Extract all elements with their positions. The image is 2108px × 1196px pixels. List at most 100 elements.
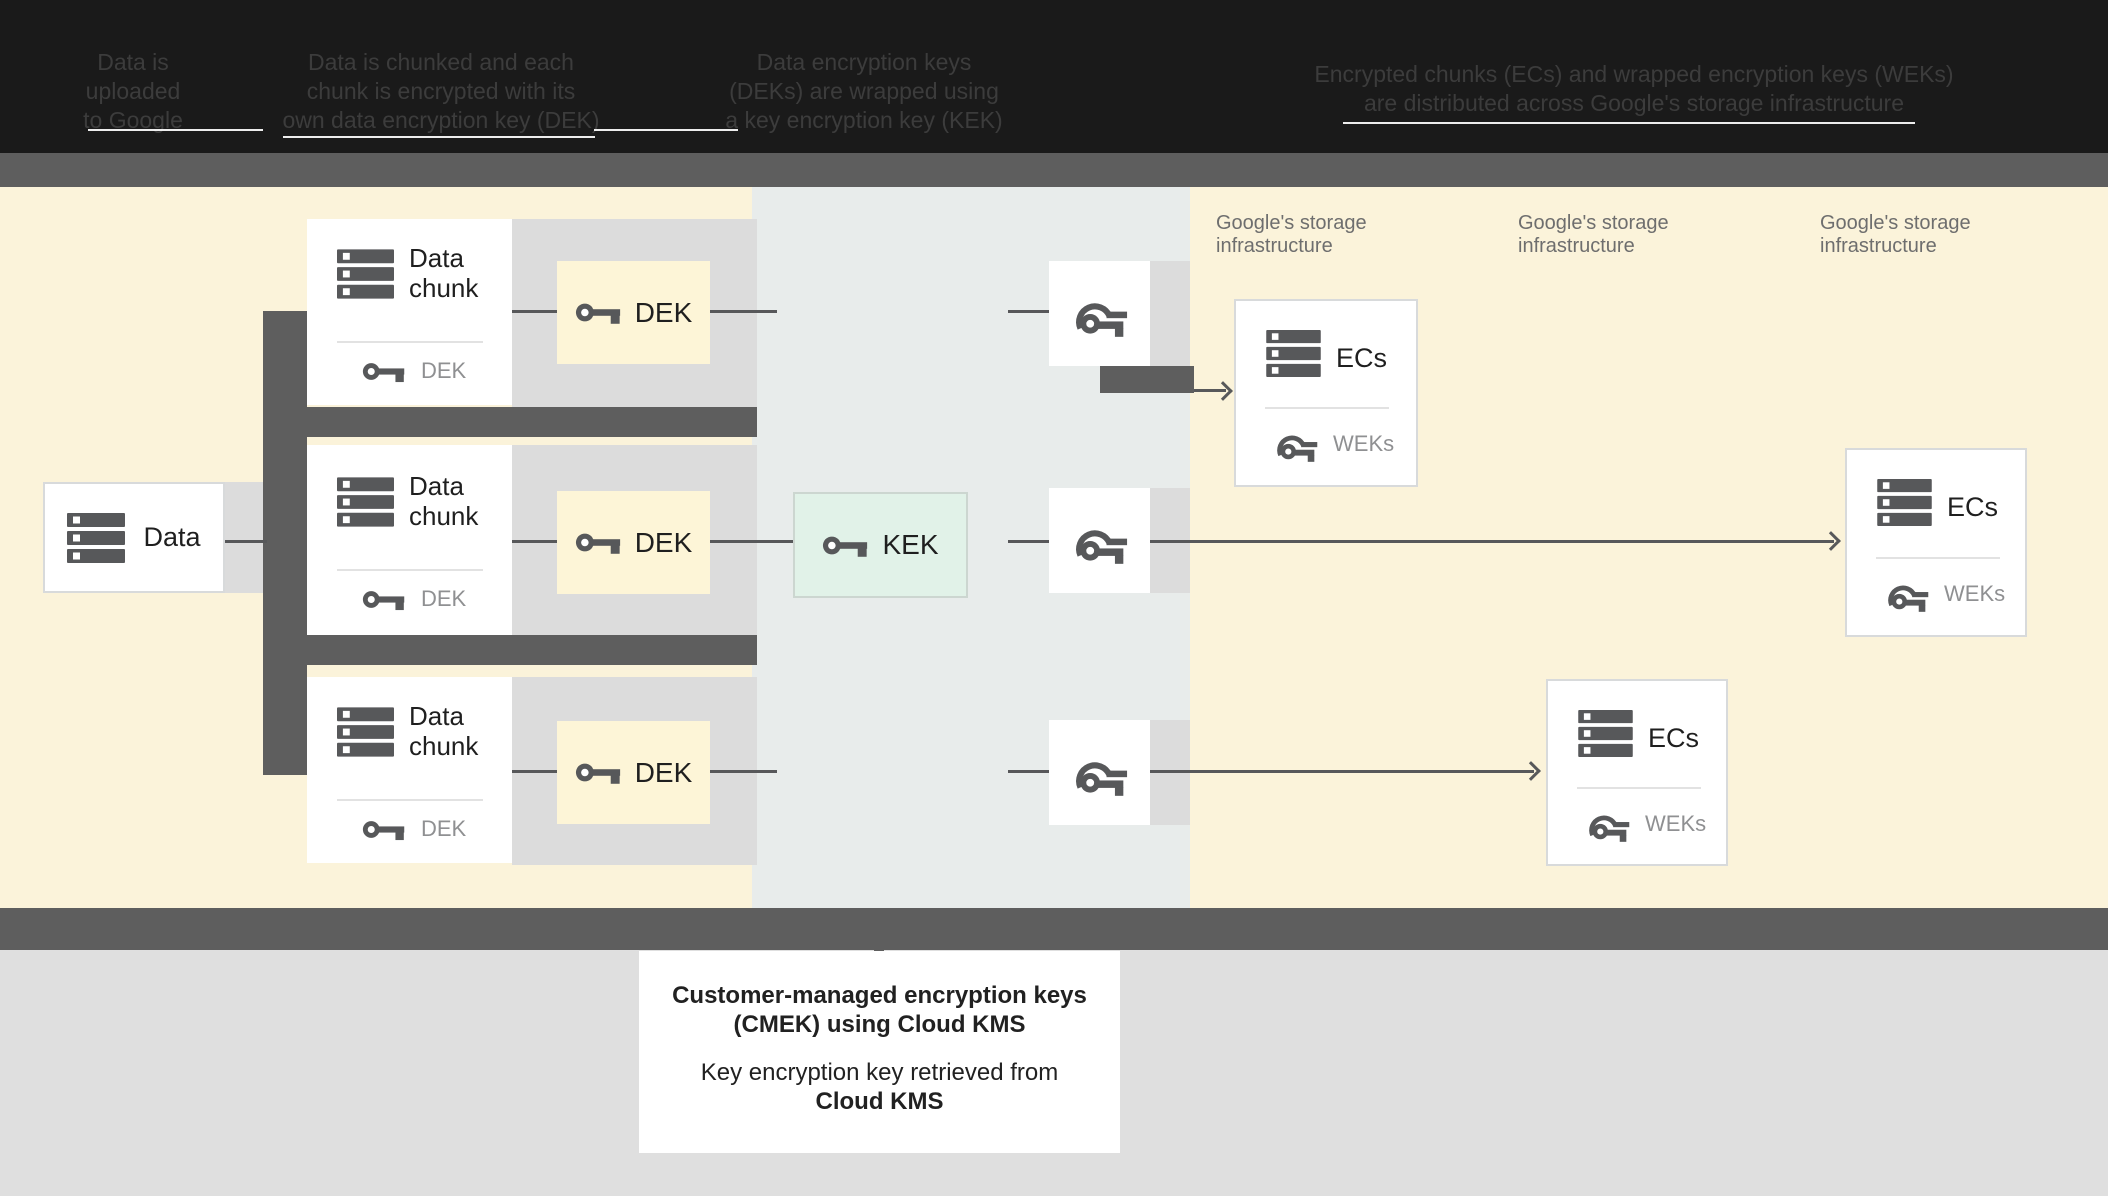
wrapped-key-box-3 xyxy=(1049,720,1150,825)
connector-line xyxy=(1008,770,1049,773)
wrapped-key-icon xyxy=(1072,517,1128,564)
dek-box-label: DEK xyxy=(634,296,693,328)
connector-line xyxy=(512,540,557,543)
header-line: to Google xyxy=(83,107,183,133)
header-line: Data is xyxy=(97,49,169,75)
data-chunk-box-1: Data chunk DEK xyxy=(307,219,512,405)
storage-icon xyxy=(67,512,126,563)
arrow-to-ecs3 xyxy=(1150,770,1534,773)
row-divider-bar xyxy=(263,407,757,437)
storage-icon xyxy=(337,707,394,757)
storage-infrastructure-label-1: Google's storage infrastructure xyxy=(1216,212,1446,258)
key-icon xyxy=(362,359,406,384)
connector-slab xyxy=(225,482,267,593)
wrapped-key-icon xyxy=(1072,290,1128,337)
key-icon xyxy=(575,300,622,325)
ecs-box-3: ECs WEKs xyxy=(1546,679,1728,866)
key-icon xyxy=(822,533,869,558)
bottom-separator-band xyxy=(0,908,2108,950)
storage-label-line: infrastructure xyxy=(1820,235,1937,257)
connector-line xyxy=(710,540,793,543)
storage-icon xyxy=(1876,479,1933,526)
header-step-upload: Data is uploaded to Google xyxy=(33,48,233,135)
connector-line xyxy=(710,770,777,773)
storage-infrastructure-label-2: Google's storage infrastructure xyxy=(1518,212,1748,258)
connector-line xyxy=(225,540,267,543)
chunk-title: Data chunk xyxy=(409,243,479,303)
top-separator-band xyxy=(0,153,2108,187)
storage-label-line: Google's storage xyxy=(1216,212,1367,234)
header-artifact-line xyxy=(1343,122,1915,124)
storage-infrastructure-label-3: Google's storage infrastructure xyxy=(1820,212,2050,258)
chunk-title: Data chunk xyxy=(409,471,479,531)
storage-icon xyxy=(337,477,394,527)
connector-line xyxy=(512,770,557,773)
storage-label-line: Google's storage xyxy=(1820,212,1971,234)
header-artifact-line xyxy=(88,129,263,131)
row-divider-bar xyxy=(263,635,757,665)
storage-icon xyxy=(1577,710,1634,757)
cmek-callout: Customer-managed encryption keys (CMEK) … xyxy=(639,951,1120,1153)
ecs-key-label: WEKs xyxy=(1645,810,1707,836)
storage-label-line: Google's storage xyxy=(1518,212,1669,234)
key-icon xyxy=(362,817,406,842)
wrapped-key-icon xyxy=(1586,805,1630,842)
box-divider xyxy=(1876,557,2000,559)
key-icon xyxy=(362,587,406,612)
chunk-split-bar xyxy=(263,311,307,775)
connector-line xyxy=(710,310,777,313)
header-artifact-line xyxy=(283,136,595,138)
arrow-to-ecs1 xyxy=(1194,389,1226,392)
ecs-key-label: WEKs xyxy=(1333,430,1395,456)
header-line: Encrypted chunks (ECs) and wrapped encry… xyxy=(1314,61,1954,87)
header-artifact-line xyxy=(594,129,738,131)
header-line: Data encryption keys xyxy=(756,49,972,75)
dek-box-label: DEK xyxy=(634,526,693,558)
header-line: Data is chunked and each xyxy=(308,49,574,75)
header-step-distribution: Encrypted chunks (ECs) and wrapped encry… xyxy=(1234,60,2034,118)
wrapped-key-flow-bar xyxy=(1100,366,1194,393)
chunk-title: Data chunk xyxy=(409,701,479,761)
wrapped-key-icon xyxy=(1885,575,1929,612)
key-icon xyxy=(575,760,622,785)
header-line: chunk is encrypted with its xyxy=(306,78,576,104)
kek-box: KEK xyxy=(793,492,968,598)
arrow-to-ecs2 xyxy=(1150,540,1834,543)
header-line: are distributed across Google's storage … xyxy=(1363,90,1905,116)
storage-label-line: infrastructure xyxy=(1216,235,1333,257)
ecs-title: ECs xyxy=(1947,492,1999,522)
ecs-title: ECs xyxy=(1648,723,1700,753)
box-divider xyxy=(337,799,483,801)
chunk-key-label: DEK xyxy=(421,586,467,611)
header-step-chunking: Data is chunked and each chunk is encryp… xyxy=(241,48,641,135)
box-divider xyxy=(1265,407,1389,409)
key-icon xyxy=(575,530,622,555)
header-step-wrapping: Data encryption keys (DEKs) are wrapped … xyxy=(664,48,1064,135)
wrapped-key-icon xyxy=(1072,749,1128,796)
ecs-box-1: ECs WEKs xyxy=(1234,299,1418,487)
header-line: own data encryption key (DEK) xyxy=(282,107,600,133)
ecs-box-2: ECs WEKs xyxy=(1845,448,2027,637)
kek-box-label: KEK xyxy=(882,529,939,560)
storage-icon xyxy=(337,249,394,299)
dek-box-3: DEK xyxy=(557,721,710,824)
connector-line xyxy=(1008,540,1049,543)
data-chunk-box-3: Data chunk DEK xyxy=(307,677,512,863)
header-line: uploaded xyxy=(85,78,181,104)
callout-line: Key encryption key retrieved from xyxy=(700,1059,1059,1086)
wrapped-key-box-2 xyxy=(1049,488,1150,593)
data-box: Data xyxy=(43,482,225,593)
callout-line: Customer-managed encryption keys xyxy=(672,982,1087,1009)
header-line: a key encryption key (KEK) xyxy=(725,107,1003,133)
wrapped-key-box-1 xyxy=(1049,261,1150,366)
data-chunk-box-2: Data chunk DEK xyxy=(307,445,512,635)
header-band: Data is uploaded to Google Data is chunk… xyxy=(0,0,2108,153)
dek-box-1: DEK xyxy=(557,261,710,364)
callout-line: (CMEK) using Cloud KMS xyxy=(733,1011,1026,1038)
connector-line xyxy=(512,310,557,313)
data-box-label: Data xyxy=(143,522,201,552)
box-divider xyxy=(1577,787,1701,789)
wrapped-key-icon xyxy=(1274,425,1318,462)
chunk-key-label: DEK xyxy=(421,358,467,383)
